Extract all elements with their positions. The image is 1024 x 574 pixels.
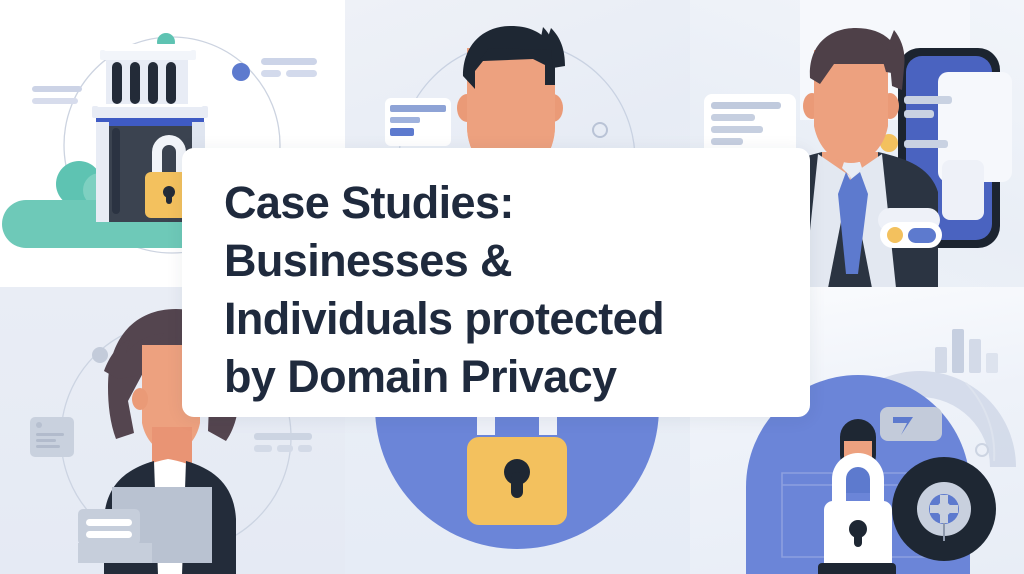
gray-node [92,347,108,363]
lock-illustration [375,355,659,549]
person-female-illustration [30,309,312,574]
blue-pill [908,228,936,243]
bar-chart-icon [935,329,998,373]
laptop-icon [78,487,212,563]
speech-chip [880,407,942,441]
panel-bank [0,0,345,287]
title-card: Case Studies: Businesses & Individuals p… [182,148,810,417]
security-illustration [746,329,1016,574]
panel-person-female [0,287,345,574]
panel-businessman [690,0,1024,287]
security-badge-icon [892,457,996,561]
padlock-icon [145,135,193,218]
text-placeholder-lines [254,433,312,452]
id-card [30,417,74,457]
blue-dot [232,63,250,81]
text-placeholder-lines-right [261,58,317,77]
ring-node [592,122,608,138]
speech-chip [878,208,942,248]
info-card-right [880,96,952,152]
ring-node [975,443,989,457]
padlock-icon [818,453,896,574]
document-card [385,98,451,146]
text-placeholder-lines-left [32,86,82,104]
orange-dot [880,134,898,152]
page-title: Case Studies: Businesses & Individuals p… [224,177,665,402]
